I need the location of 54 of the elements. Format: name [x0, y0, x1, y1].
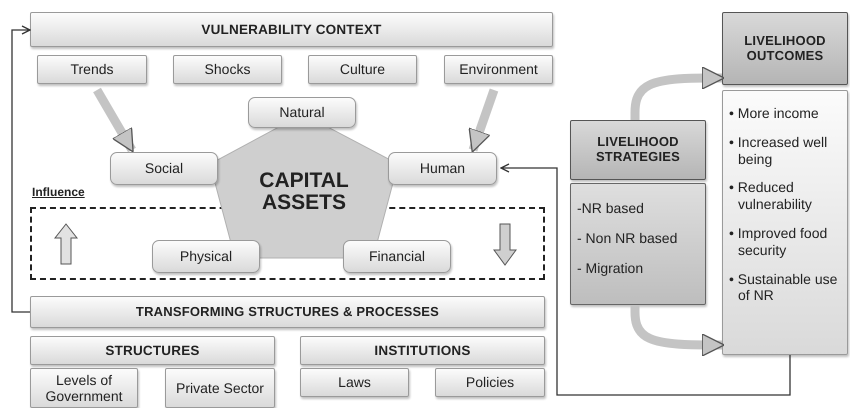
box-label: Environment: [459, 61, 538, 78]
list-panel: [722, 90, 848, 355]
header-bar: [300, 336, 545, 365]
category-box: [435, 368, 545, 397]
asset-box: [248, 97, 356, 128]
asset-box: [388, 152, 497, 185]
category-box: [165, 368, 275, 408]
box-label: INSTITUTIONS: [374, 342, 471, 358]
list-item: • Sustainable use of NR: [729, 270, 838, 304]
list-panel: [570, 183, 706, 305]
center-label: CAPITAL ASSETS: [258, 170, 350, 214]
box-label: LIVELIHOOD STRATEGIES: [594, 135, 682, 165]
list-item: • Improved food security: [729, 224, 828, 259]
box-label: Policies: [466, 374, 514, 391]
box-label: Physical: [180, 248, 232, 265]
box-label: LIVELIHOOD OUTCOMES: [743, 34, 827, 64]
box-label: Natural: [279, 104, 325, 121]
header-box: [570, 120, 706, 180]
box-label: VULNERABILITY CONTEXT: [201, 22, 382, 38]
box-label: Social: [144, 160, 184, 177]
category-box: [308, 55, 417, 84]
list-item: - Non NR based: [577, 230, 678, 246]
header-box: [722, 12, 848, 85]
connector-arrow: [11, 25, 31, 313]
asset-box: [152, 240, 260, 273]
box-label: Culture: [340, 61, 386, 78]
header-bar: [30, 296, 545, 328]
box-label: Levels of Government: [44, 372, 124, 404]
block-arrow: [93, 88, 136, 153]
list-item: • Reduced vulnerability: [729, 179, 813, 213]
asset-box: [343, 240, 451, 273]
list-item: • Increased well being: [729, 134, 828, 168]
box-label: Laws: [338, 374, 371, 391]
category-box: [300, 368, 409, 397]
list-item: -NR based: [577, 200, 644, 216]
list-item: - Migration: [577, 260, 644, 276]
header-bar: [30, 12, 553, 47]
category-box: [37, 55, 147, 84]
box-label: Financial: [368, 248, 426, 265]
list-item: • More income: [729, 105, 820, 122]
box-label: STRUCTURES: [105, 342, 200, 358]
category-box: [173, 55, 282, 84]
box-label: TRANSFORMING STRUCTURES & PROCESSES: [136, 304, 440, 320]
connector-arrow: [500, 163, 791, 396]
asset-box: [110, 152, 218, 185]
region-label: Influence: [32, 185, 85, 199]
box-label: Human: [420, 160, 466, 177]
header-bar: [30, 336, 275, 365]
box-label: Trends: [70, 61, 114, 78]
box-label: Shocks: [204, 61, 250, 78]
category-box: [444, 55, 553, 84]
box-label: Private Sector: [176, 380, 264, 396]
block-arrow: [468, 88, 498, 153]
category-box: [30, 368, 138, 408]
